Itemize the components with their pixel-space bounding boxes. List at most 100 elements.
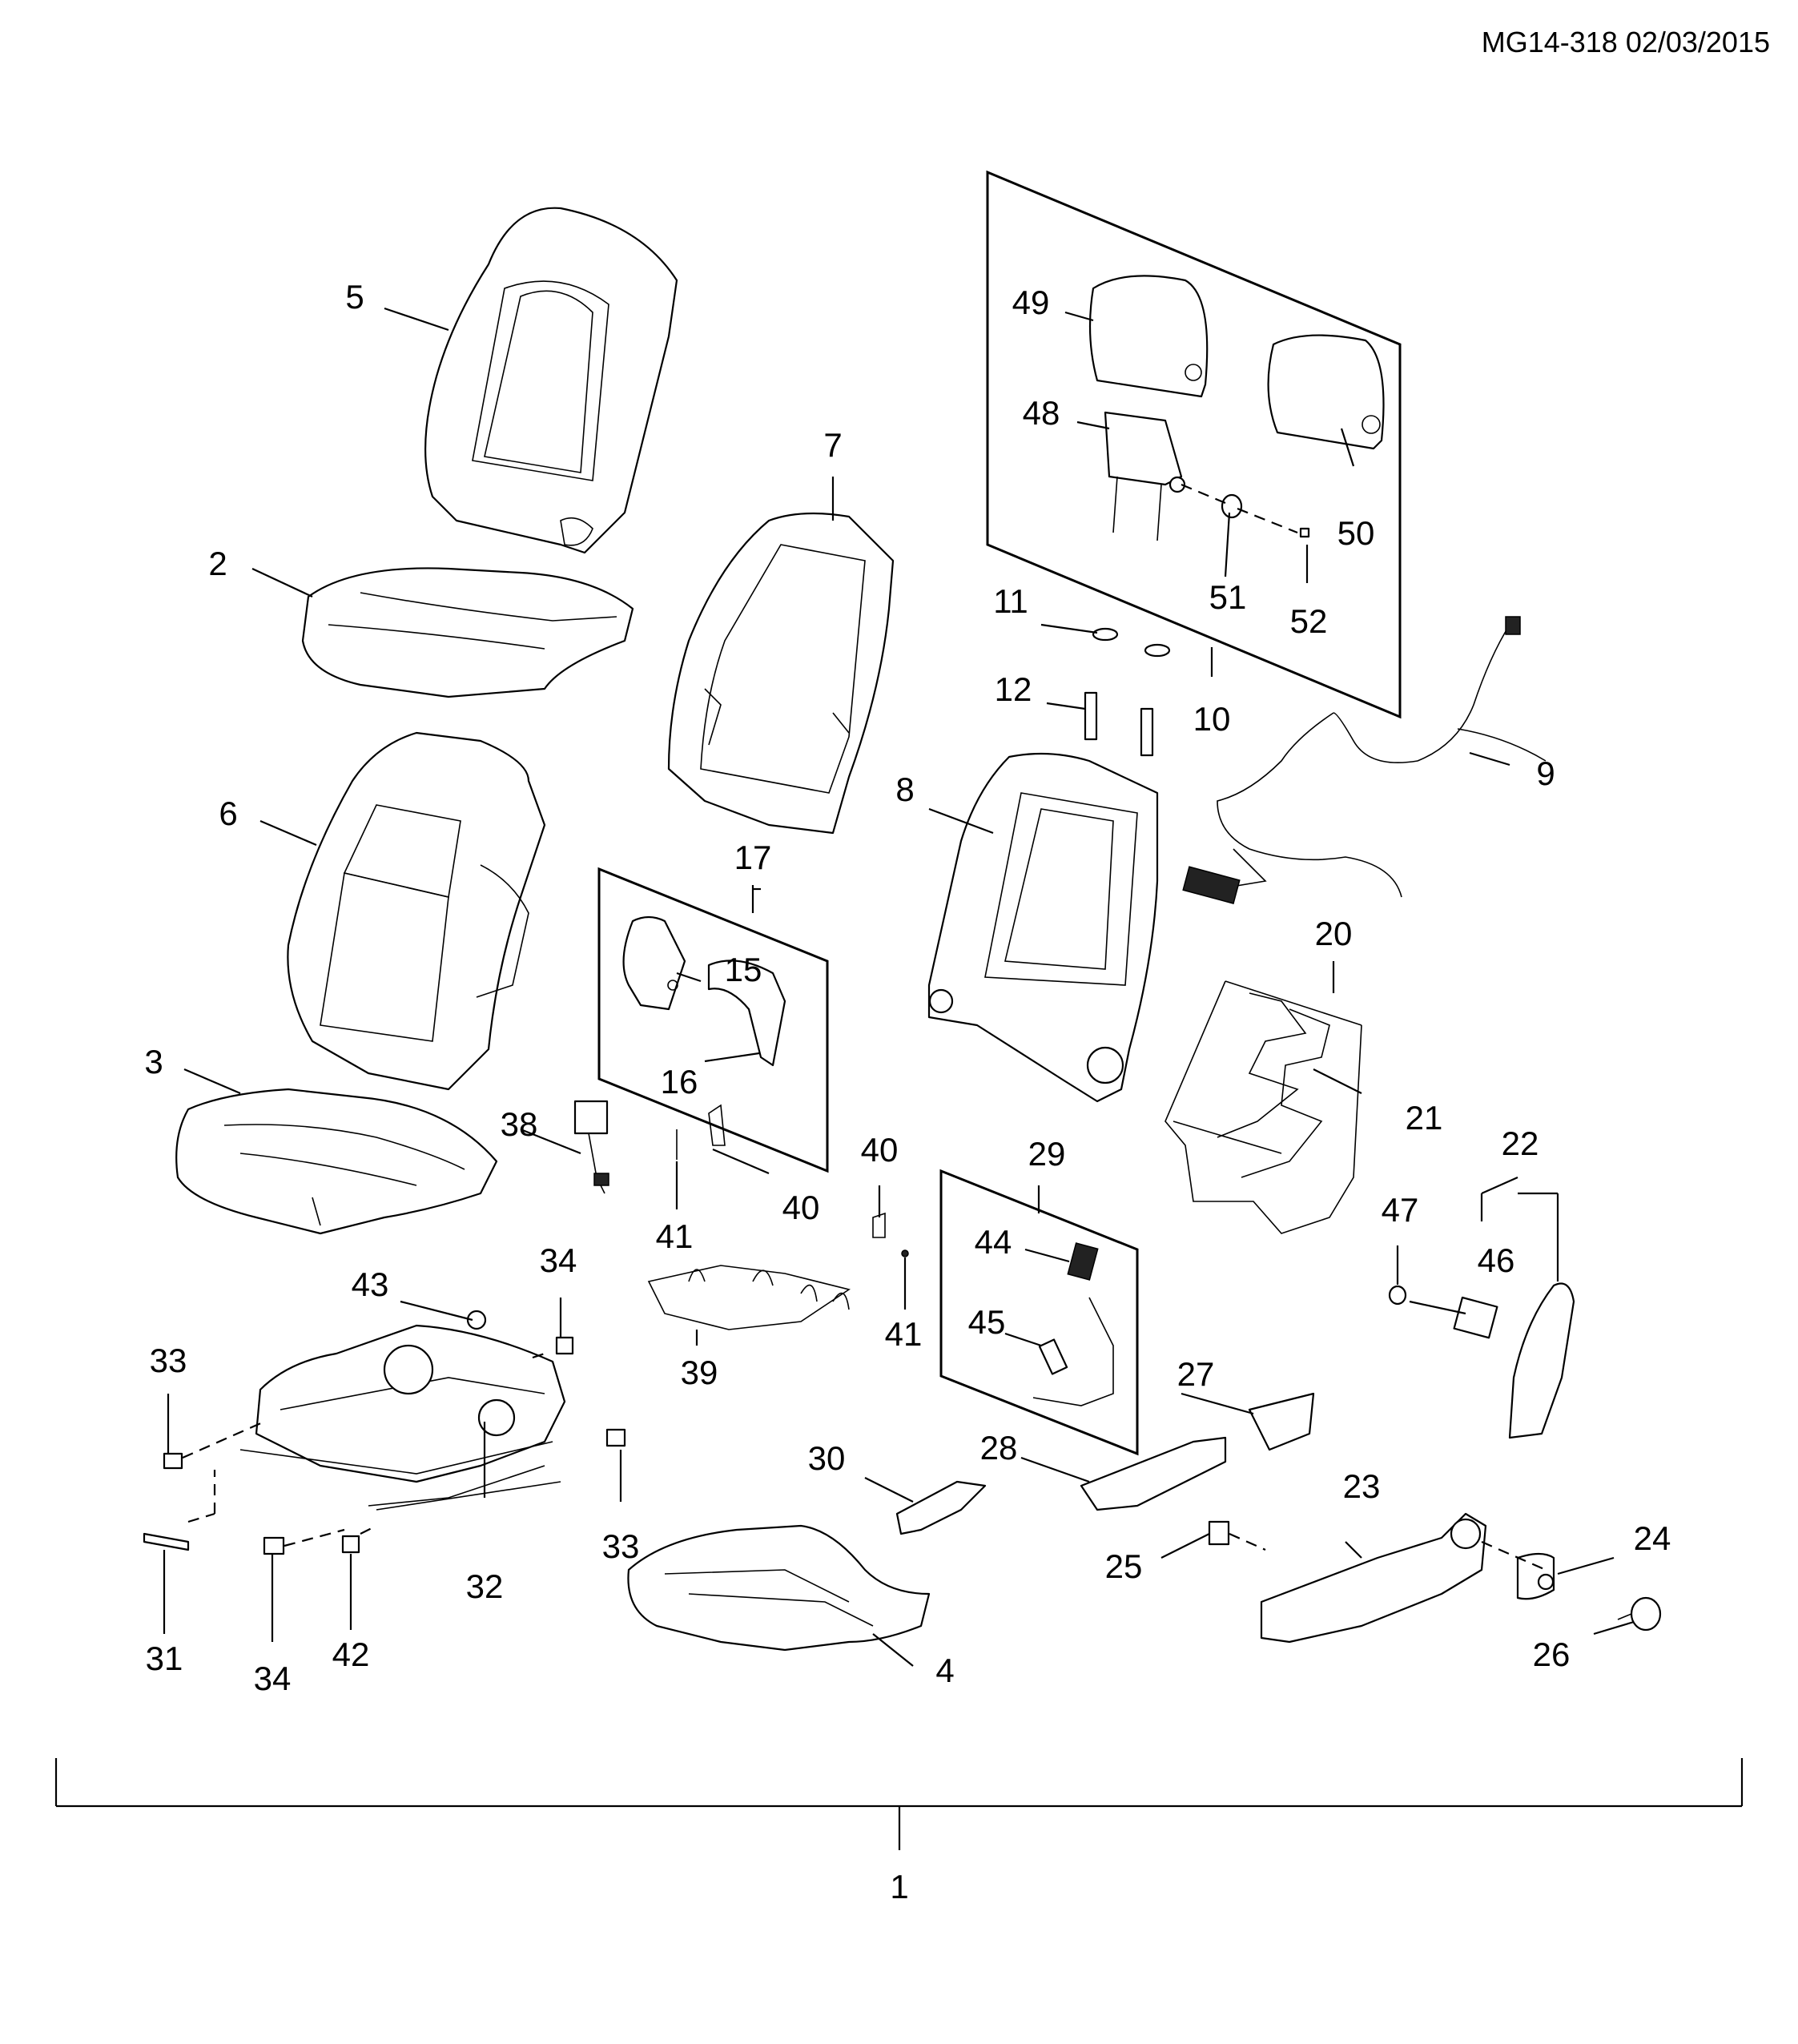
part-29-kit-box	[939, 1169, 1139, 1456]
part-33-clip-right[interactable]	[605, 1428, 626, 1447]
part-5-seat-back-cover[interactable]	[424, 207, 678, 554]
part-41-fastener-right[interactable]	[901, 1249, 909, 1257]
part-10-head-restraint-kit-box	[986, 170, 1402, 719]
callout-7: 7	[823, 426, 842, 464]
part-52-clip[interactable]	[1299, 527, 1310, 538]
part-39-suspension-spring[interactable]	[647, 1265, 851, 1330]
part-45-spring[interactable]	[1032, 1297, 1114, 1406]
part-33-clip-left[interactable]	[163, 1452, 183, 1470]
part-28-trim[interactable]	[1080, 1436, 1227, 1511]
callout-41-left: 41	[656, 1217, 694, 1255]
part-31-trim[interactable]	[143, 1532, 190, 1551]
part-49-head-restraint[interactable]	[1088, 275, 1209, 398]
callout-31: 31	[146, 1640, 183, 1677]
callout-1: 1	[890, 1868, 908, 1905]
callout-40-lower: 40	[782, 1189, 820, 1226]
part-7-seat-back-panel[interactable]	[667, 512, 895, 835]
callout-50: 50	[1337, 514, 1375, 552]
part-40-clip-right[interactable]	[872, 1212, 886, 1238]
part-48-head-restraint-core[interactable]	[1104, 411, 1186, 541]
callout-12: 12	[995, 670, 1032, 708]
callout-11: 11	[993, 582, 1028, 620]
part-50-head-restraint[interactable]	[1267, 334, 1385, 450]
part-30-bracket[interactable]	[895, 1480, 987, 1535]
part-26-knob[interactable]	[1617, 1596, 1662, 1632]
part-32-seat-adjuster[interactable]	[239, 1324, 566, 1511]
callout-29: 29	[1028, 1135, 1066, 1173]
callout-34-lower: 34	[254, 1660, 292, 1697]
part-12-guides[interactable]	[1084, 691, 1154, 757]
callout-16: 16	[661, 1063, 698, 1100]
callout-43: 43	[352, 1265, 389, 1303]
callout-21: 21	[1406, 1099, 1443, 1137]
part-46-bracket[interactable]	[1453, 1296, 1498, 1339]
callout-33-left: 33	[150, 1342, 187, 1379]
callout-24: 24	[1634, 1519, 1671, 1557]
part-40-clip-left[interactable]	[708, 1104, 726, 1146]
callout-27: 27	[1177, 1355, 1215, 1393]
callout-33-right: 33	[602, 1527, 640, 1565]
callout-48: 48	[1023, 394, 1060, 432]
part-24-bezel[interactable]	[1516, 1552, 1555, 1600]
part-42-fastener[interactable]	[341, 1535, 360, 1554]
part-3-seat-cushion[interactable]	[175, 1088, 498, 1235]
callout-6: 6	[219, 795, 237, 832]
leader-lines	[163, 307, 1635, 1667]
callout-40-upper: 40	[861, 1131, 899, 1169]
part-34-clip-lower[interactable]	[263, 1536, 285, 1555]
callout-41-right: 41	[885, 1315, 923, 1353]
callout-labels: 1 2 3 4 5 6 7 8 9 10 11 12 15 16 17 20 2…	[144, 278, 1671, 1905]
callout-46: 46	[1478, 1241, 1515, 1279]
part-38-belt-buckle[interactable]	[573, 1100, 609, 1194]
part-6-seat-back-pad[interactable]	[287, 731, 546, 1091]
part-27-trim[interactable]	[1248, 1392, 1315, 1451]
part-43-plug[interactable]	[466, 1310, 487, 1330]
part-44-handle[interactable]	[1067, 1242, 1099, 1281]
callout-23: 23	[1343, 1467, 1381, 1505]
callout-22: 22	[1502, 1125, 1539, 1162]
callout-15: 15	[725, 951, 762, 988]
callout-34-upper: 34	[540, 1241, 577, 1279]
callout-51: 51	[1209, 578, 1247, 616]
part-23-side-trim[interactable]	[1260, 1512, 1487, 1644]
callout-38: 38	[501, 1105, 538, 1143]
callout-8: 8	[895, 771, 914, 808]
part-8-seat-back-frame[interactable]	[927, 752, 1159, 1103]
part-9-wiring-harness[interactable]	[1182, 616, 1547, 904]
part-22-side-shield[interactable]	[1508, 1282, 1575, 1439]
callout-30: 30	[808, 1439, 846, 1477]
callout-9: 9	[1536, 754, 1555, 792]
callout-10: 10	[1193, 700, 1231, 738]
assembly-bracket-1	[54, 1758, 1744, 1850]
part-47-nut[interactable]	[1388, 1285, 1407, 1306]
callout-42: 42	[332, 1636, 370, 1673]
callout-45: 45	[968, 1303, 1006, 1341]
callout-4: 4	[935, 1652, 954, 1689]
callout-17: 17	[734, 839, 772, 876]
part-4-cushion-frame[interactable]	[627, 1524, 931, 1652]
callout-32: 32	[466, 1567, 504, 1605]
part-15-cover[interactable]	[622, 915, 686, 1011]
callout-26: 26	[1533, 1636, 1571, 1673]
callout-49: 49	[1012, 284, 1050, 321]
part-25-clip[interactable]	[1208, 1520, 1230, 1546]
part-34-clip-upper[interactable]	[555, 1336, 574, 1355]
part-17-kit-box	[597, 867, 829, 1173]
part-16-cover[interactable]	[707, 960, 786, 1067]
part-51-guide[interactable]	[1221, 493, 1243, 519]
part-11-guide-caps[interactable]	[1092, 627, 1171, 658]
callout-25: 25	[1105, 1547, 1143, 1585]
part-2-seat-cushion-pad[interactable]	[301, 567, 634, 698]
diagram-code: MG14-318 02/03/2015	[1482, 26, 1770, 58]
callout-5: 5	[345, 278, 364, 316]
callout-20: 20	[1315, 915, 1353, 952]
callout-3: 3	[144, 1043, 163, 1080]
callout-52: 52	[1290, 602, 1328, 640]
callout-2: 2	[208, 545, 227, 582]
part-20-suspension-mat[interactable]	[1164, 980, 1362, 1234]
callout-39: 39	[681, 1354, 718, 1391]
callout-28: 28	[980, 1429, 1018, 1467]
callout-47: 47	[1382, 1191, 1419, 1229]
callout-44: 44	[975, 1223, 1012, 1261]
